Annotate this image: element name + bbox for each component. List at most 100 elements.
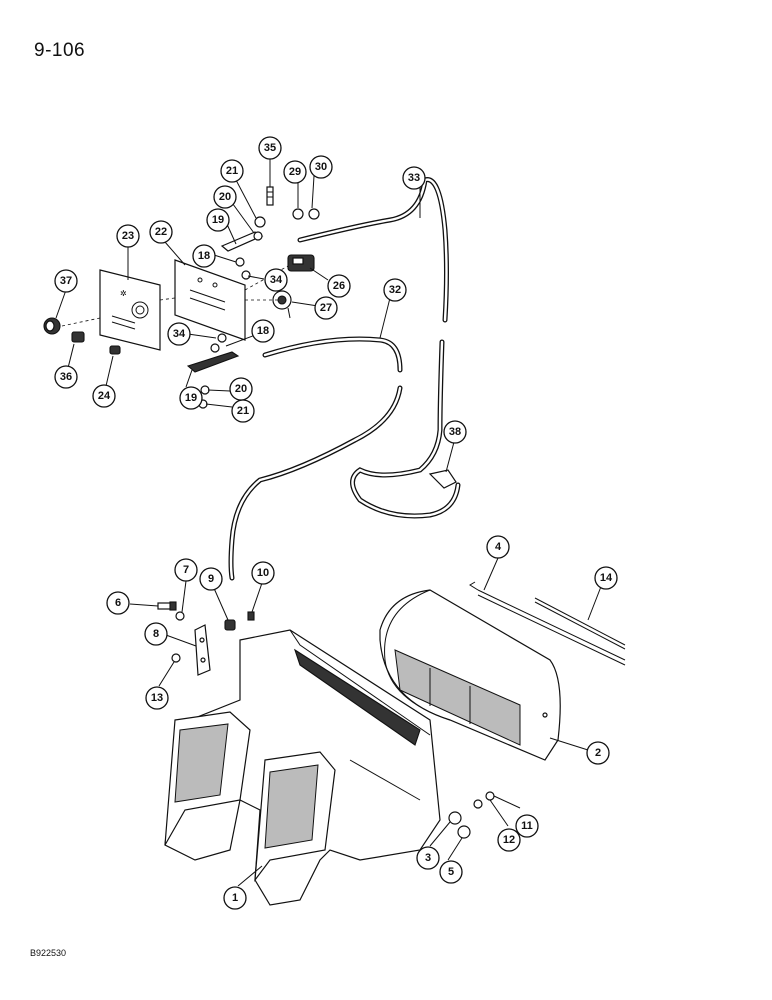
svg-text:34: 34 xyxy=(270,274,283,286)
svg-text:24: 24 xyxy=(98,390,111,402)
svg-text:14: 14 xyxy=(600,572,613,584)
svg-text:9: 9 xyxy=(208,573,214,585)
callout-21-lower: 21 xyxy=(231,399,255,423)
callout-5: 5 xyxy=(439,860,463,884)
callout-1: 1 xyxy=(223,886,247,910)
svg-text:19: 19 xyxy=(212,214,224,226)
callout-19-upper: 19 xyxy=(206,208,230,232)
callout-9: 9 xyxy=(199,567,223,591)
svg-text:21: 21 xyxy=(237,405,249,417)
svg-text:23: 23 xyxy=(122,230,134,242)
nut-13 xyxy=(171,653,181,663)
clamp-9 xyxy=(224,619,236,631)
svg-text:32: 32 xyxy=(389,284,401,296)
callout-26: 26 xyxy=(327,274,351,298)
svg-text:34: 34 xyxy=(173,328,186,340)
callout-18-upper: 18 xyxy=(192,244,216,268)
callout-38: 38 xyxy=(443,420,467,444)
panel-23: ✲ xyxy=(99,269,161,351)
heater-core-2 xyxy=(379,589,561,761)
svg-text:20: 20 xyxy=(219,191,231,203)
rod-4 xyxy=(469,581,626,666)
callout-4: 4 xyxy=(486,535,510,559)
callout-19-lower: 19 xyxy=(179,386,203,410)
screw-35 xyxy=(266,186,274,206)
callout-37: 37 xyxy=(54,269,78,293)
callout-20-lower: 20 xyxy=(229,377,253,401)
callout-12: 12 xyxy=(497,828,521,852)
callout-2: 2 xyxy=(586,741,610,765)
svg-text:1: 1 xyxy=(232,892,238,904)
svg-text:38: 38 xyxy=(449,426,461,438)
svg-text:12: 12 xyxy=(503,834,515,846)
callout-21-upper: 21 xyxy=(220,159,244,183)
rod-14 xyxy=(534,597,626,650)
callout-7: 7 xyxy=(174,558,198,582)
leader-lines xyxy=(55,159,603,887)
knob-37 xyxy=(43,317,61,335)
callout-18-lower: 18 xyxy=(251,319,275,343)
knob-36 xyxy=(71,331,85,343)
screw-10 xyxy=(247,611,255,621)
svg-text:✲: ✲ xyxy=(120,289,127,298)
svg-text:3: 3 xyxy=(425,852,431,864)
svg-text:18: 18 xyxy=(257,325,269,337)
callout-10: 10 xyxy=(251,561,275,585)
callout-35: 35 xyxy=(258,136,282,160)
svg-text:19: 19 xyxy=(185,392,197,404)
svg-text:26: 26 xyxy=(333,280,345,292)
svg-text:10: 10 xyxy=(257,567,269,579)
svg-text:2: 2 xyxy=(595,747,601,759)
fitting-6 xyxy=(157,601,177,611)
hardware-3-5-11-12 xyxy=(448,791,495,839)
callout-13: 13 xyxy=(145,686,169,710)
svg-text:7: 7 xyxy=(183,564,189,576)
svg-text:35: 35 xyxy=(264,142,276,154)
callout-8: 8 xyxy=(144,622,168,646)
clip-38 xyxy=(428,469,457,489)
heater-housing-1 xyxy=(164,629,441,906)
switch-26 xyxy=(287,254,315,272)
nuts-washers xyxy=(198,208,320,409)
clip-24 xyxy=(109,345,121,355)
callout-14: 14 xyxy=(594,566,618,590)
svg-text:27: 27 xyxy=(320,302,332,314)
callout-3: 3 xyxy=(416,846,440,870)
svg-text:6: 6 xyxy=(115,597,121,609)
page-number: 9-106 xyxy=(34,40,86,61)
svg-text:30: 30 xyxy=(315,161,327,173)
lever-19-lower xyxy=(186,351,240,373)
callout-22: 22 xyxy=(149,220,173,244)
figure-code: B922530 xyxy=(30,948,67,958)
svg-text:21: 21 xyxy=(226,165,238,177)
svg-text:8: 8 xyxy=(153,628,159,640)
callout-24: 24 xyxy=(92,384,116,408)
callout-34-upper: 34 xyxy=(264,268,288,292)
bracket-8 xyxy=(194,624,211,676)
cable-33 xyxy=(297,177,461,519)
callout-30: 30 xyxy=(309,155,333,179)
callout-11: 11 xyxy=(515,814,539,838)
switch-27 xyxy=(272,290,292,319)
svg-text:22: 22 xyxy=(155,226,167,238)
svg-text:13: 13 xyxy=(151,692,163,704)
svg-text:29: 29 xyxy=(289,166,301,178)
callout-29: 29 xyxy=(283,160,307,184)
svg-text:36: 36 xyxy=(60,371,72,383)
callout-20-upper: 20 xyxy=(213,185,237,209)
svg-text:37: 37 xyxy=(60,275,72,287)
callout-33: 33 xyxy=(402,166,426,190)
callout-34-lower: 34 xyxy=(167,322,191,346)
callout-32: 32 xyxy=(383,278,407,302)
callout-23: 23 xyxy=(116,224,140,248)
svg-text:20: 20 xyxy=(235,383,247,395)
callout-27: 27 xyxy=(314,296,338,320)
callout-36: 36 xyxy=(54,365,78,389)
svg-text:33: 33 xyxy=(408,172,420,184)
cable-32 xyxy=(228,336,403,581)
nut-7 xyxy=(175,611,185,621)
svg-text:5: 5 xyxy=(448,866,454,878)
svg-text:18: 18 xyxy=(198,250,210,262)
svg-text:11: 11 xyxy=(521,820,533,832)
